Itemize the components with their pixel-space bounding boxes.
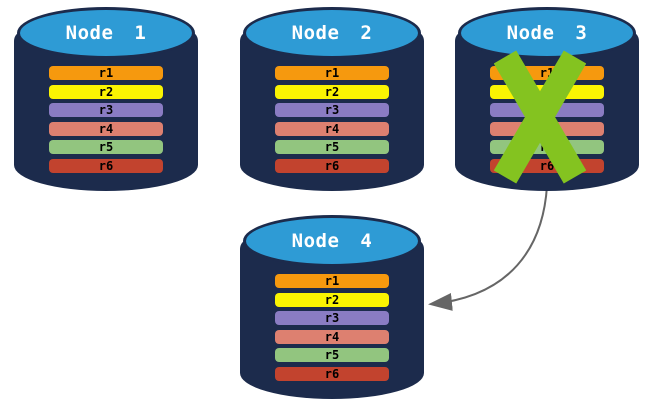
node-label: Node 3 bbox=[506, 22, 588, 44]
replica-bar-r2: r2 bbox=[275, 292, 389, 307]
replica-bar-r1: r1 bbox=[49, 66, 163, 80]
replica-list: r1 r2 r3 r4 r5 r6 bbox=[275, 66, 389, 173]
cylinder-top: Node 1 bbox=[17, 7, 195, 59]
replica-bar-r6: r6 bbox=[275, 366, 389, 381]
replica-bar-r5: r5 bbox=[49, 140, 163, 154]
node-2: Node 2 r1 r2 r3 r4 r5 r6 bbox=[240, 5, 424, 191]
replica-list: r1 r2 r3 r4 r5 r6 bbox=[275, 274, 389, 381]
replica-bar-r5: r5 bbox=[275, 348, 389, 362]
replica-bar-r6: r6 bbox=[49, 158, 163, 173]
node-1: Node 1 r1 r2 r3 r4 r5 r6 bbox=[14, 5, 198, 191]
replica-bar-r1: r1 bbox=[275, 274, 389, 288]
node-label: Node 1 bbox=[65, 22, 147, 44]
replica-bar-r3: r3 bbox=[275, 103, 389, 117]
cylinder-top: Node 3 bbox=[458, 7, 636, 59]
cylinder-top: Node 2 bbox=[243, 7, 421, 59]
node-4: Node 4 r1 r2 r3 r4 r5 r6 bbox=[240, 213, 424, 399]
replica-bar-r4: r4 bbox=[275, 329, 389, 344]
replica-bar-r2: r2 bbox=[49, 84, 163, 99]
replica-list: r1 r2 r3 r4 r5 r6 bbox=[49, 66, 163, 173]
failure-x-icon bbox=[494, 50, 586, 184]
replica-bar-r6: r6 bbox=[275, 158, 389, 173]
replica-bar-r3: r3 bbox=[275, 311, 389, 325]
replica-bar-r2: r2 bbox=[275, 84, 389, 99]
replica-bar-r4: r4 bbox=[275, 121, 389, 136]
node-label: Node 2 bbox=[291, 22, 373, 44]
replica-bar-r4: r4 bbox=[49, 121, 163, 136]
replica-bar-r3: r3 bbox=[49, 103, 163, 117]
replica-bar-r5: r5 bbox=[275, 140, 389, 154]
node-label: Node 4 bbox=[291, 230, 373, 252]
cylinder-top: Node 4 bbox=[243, 215, 421, 267]
replica-bar-r1: r1 bbox=[275, 66, 389, 80]
